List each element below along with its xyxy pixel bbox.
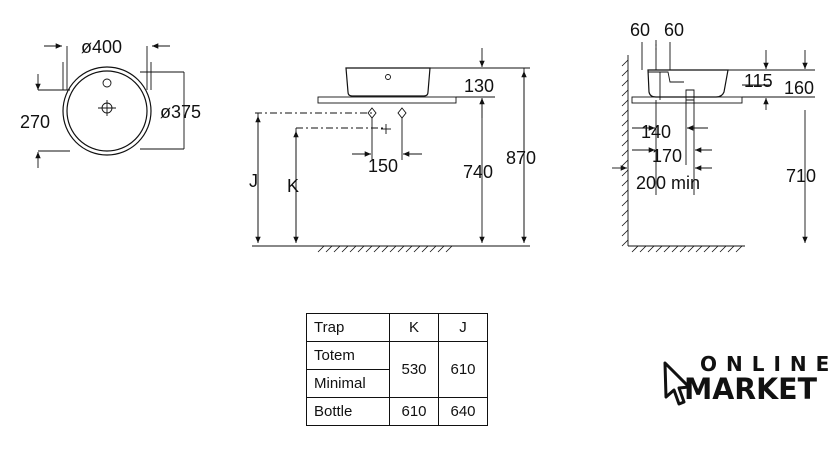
tap-offset-label: 270 (20, 112, 50, 132)
row-j: 610 (438, 341, 488, 398)
dim-200-label: 200 min (636, 173, 700, 193)
brand-line2: MARKET (684, 372, 817, 406)
front-view: 150 J K 130 740 870 (249, 48, 536, 253)
header-j: J (438, 313, 488, 342)
k-label: K (287, 176, 299, 196)
row-name: Totem (306, 341, 390, 370)
row-k: 530 (389, 341, 439, 398)
dim-170-label: 170 (652, 146, 682, 166)
outer-diameter-label: ø400 (81, 37, 122, 57)
row-name: Bottle (306, 397, 390, 426)
dim-140-label: 140 (641, 122, 671, 142)
side-counter-height-label: 710 (786, 166, 816, 186)
trap-table: Trap K J Totem 530 610 Minimal Bottle 61… (306, 313, 488, 426)
row-k: 610 (389, 397, 439, 426)
counter-height-label: 740 (463, 162, 493, 182)
cursor-arrow-icon (663, 361, 691, 406)
brand-logo: ONLINE MARKET (662, 352, 832, 412)
overall-height-label: 160 (784, 78, 814, 98)
row-j: 640 (438, 397, 488, 426)
row-name: Minimal (306, 369, 390, 398)
tap-hole (102, 78, 112, 88)
basin-outer-circle (62, 66, 152, 156)
top-view: ø400 ø375 270 (20, 37, 201, 168)
rim-height-label: 115 (744, 71, 773, 91)
table-row: Bottle 610 640 (306, 397, 488, 426)
basin-front (345, 67, 431, 97)
header-trap: Trap (306, 313, 390, 342)
basin-height-label: 130 (464, 76, 494, 96)
wall-gap-b-label: 60 (664, 20, 684, 40)
basin-inner-circle (66, 70, 148, 152)
j-label: J (249, 171, 258, 191)
trap-spacing-label: 150 (368, 156, 398, 176)
side-view: 60 60 115 160 710 140 170 200 min (612, 20, 816, 253)
table-row: Totem 530 610 (306, 341, 488, 398)
countertop-side (631, 96, 743, 104)
table-header-row: Trap K J (306, 313, 488, 342)
table-row: Minimal (306, 369, 488, 398)
countertop-front (317, 96, 457, 104)
top-height-label: 870 (506, 148, 536, 168)
brand-line1: ONLINE (700, 352, 839, 376)
header-k: K (389, 313, 439, 342)
inner-diameter-label: ø375 (160, 102, 201, 122)
wall-gap-a-label: 60 (630, 20, 650, 40)
